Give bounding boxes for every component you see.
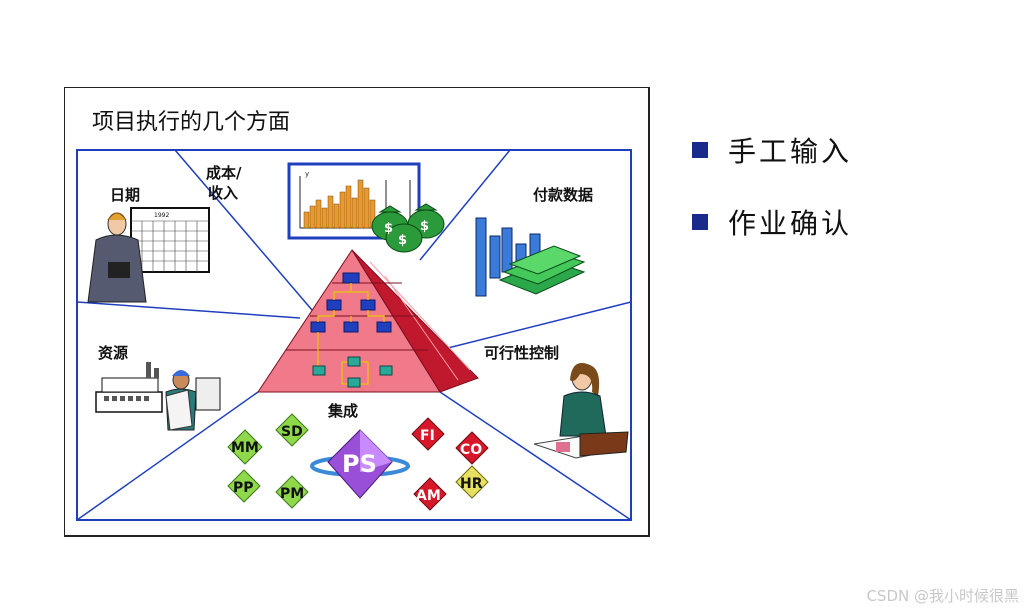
- calendar-person-picture: 1992: [88, 208, 209, 302]
- bullet-item: 作业确认: [692, 202, 852, 242]
- svg-text:HR: HR: [460, 476, 483, 492]
- label-date: 日期: [110, 186, 140, 204]
- payment-stacks-picture: [476, 218, 584, 296]
- svg-text:$: $: [398, 233, 407, 248]
- svg-text:$: $: [420, 219, 429, 234]
- frame-title: 项目执行的几个方面: [92, 104, 290, 136]
- label-resources: 资源: [98, 344, 128, 362]
- bullet-text: 手工输入: [728, 130, 852, 170]
- module-co: CO: [456, 432, 488, 464]
- svg-text:PM: PM: [280, 486, 304, 502]
- module-mm: MM: [228, 430, 262, 464]
- module-hr: HR: [456, 466, 488, 498]
- module-am: AM: [414, 478, 446, 510]
- factory-worker-picture: [96, 362, 220, 430]
- module-fi: FI: [412, 418, 444, 450]
- svg-text:FI: FI: [420, 428, 435, 444]
- watermark: CSDN @我小时候很黑: [866, 585, 1019, 606]
- woman-writing-picture: [534, 363, 628, 458]
- module-ps: PS: [312, 430, 408, 498]
- svg-text:SD: SD: [281, 424, 303, 440]
- module-pp: PP: [228, 470, 260, 502]
- svg-text:PS: PS: [342, 450, 377, 478]
- label-integration: 集成: [327, 402, 358, 420]
- svg-text:CO: CO: [460, 442, 482, 458]
- svg-text:1992: 1992: [154, 212, 169, 219]
- bullet-item: 手工输入: [692, 130, 852, 170]
- svg-text:y: y: [305, 170, 309, 178]
- label-feasibility: 可行性控制: [484, 344, 559, 362]
- bullet-square-icon: [692, 142, 708, 158]
- bullet-square-icon: [692, 214, 708, 230]
- bullet-text: 作业确认: [728, 202, 852, 242]
- org-pyramid: [258, 250, 478, 392]
- bullet-list: 手工输入 作业确认: [692, 130, 852, 274]
- label-cost-line1: 成本/: [206, 164, 242, 182]
- label-payment: 付款数据: [533, 186, 593, 204]
- module-sd: SD: [276, 414, 308, 446]
- label-cost-line2: 收入: [208, 184, 238, 202]
- svg-text:AM: AM: [416, 488, 441, 504]
- svg-text:PP: PP: [233, 480, 254, 496]
- svg-text:$: $: [384, 221, 393, 236]
- svg-text:MM: MM: [231, 440, 259, 456]
- module-pm: PM: [276, 476, 308, 508]
- module-icons: MM SD PP PM PS FI CO AM: [228, 414, 488, 510]
